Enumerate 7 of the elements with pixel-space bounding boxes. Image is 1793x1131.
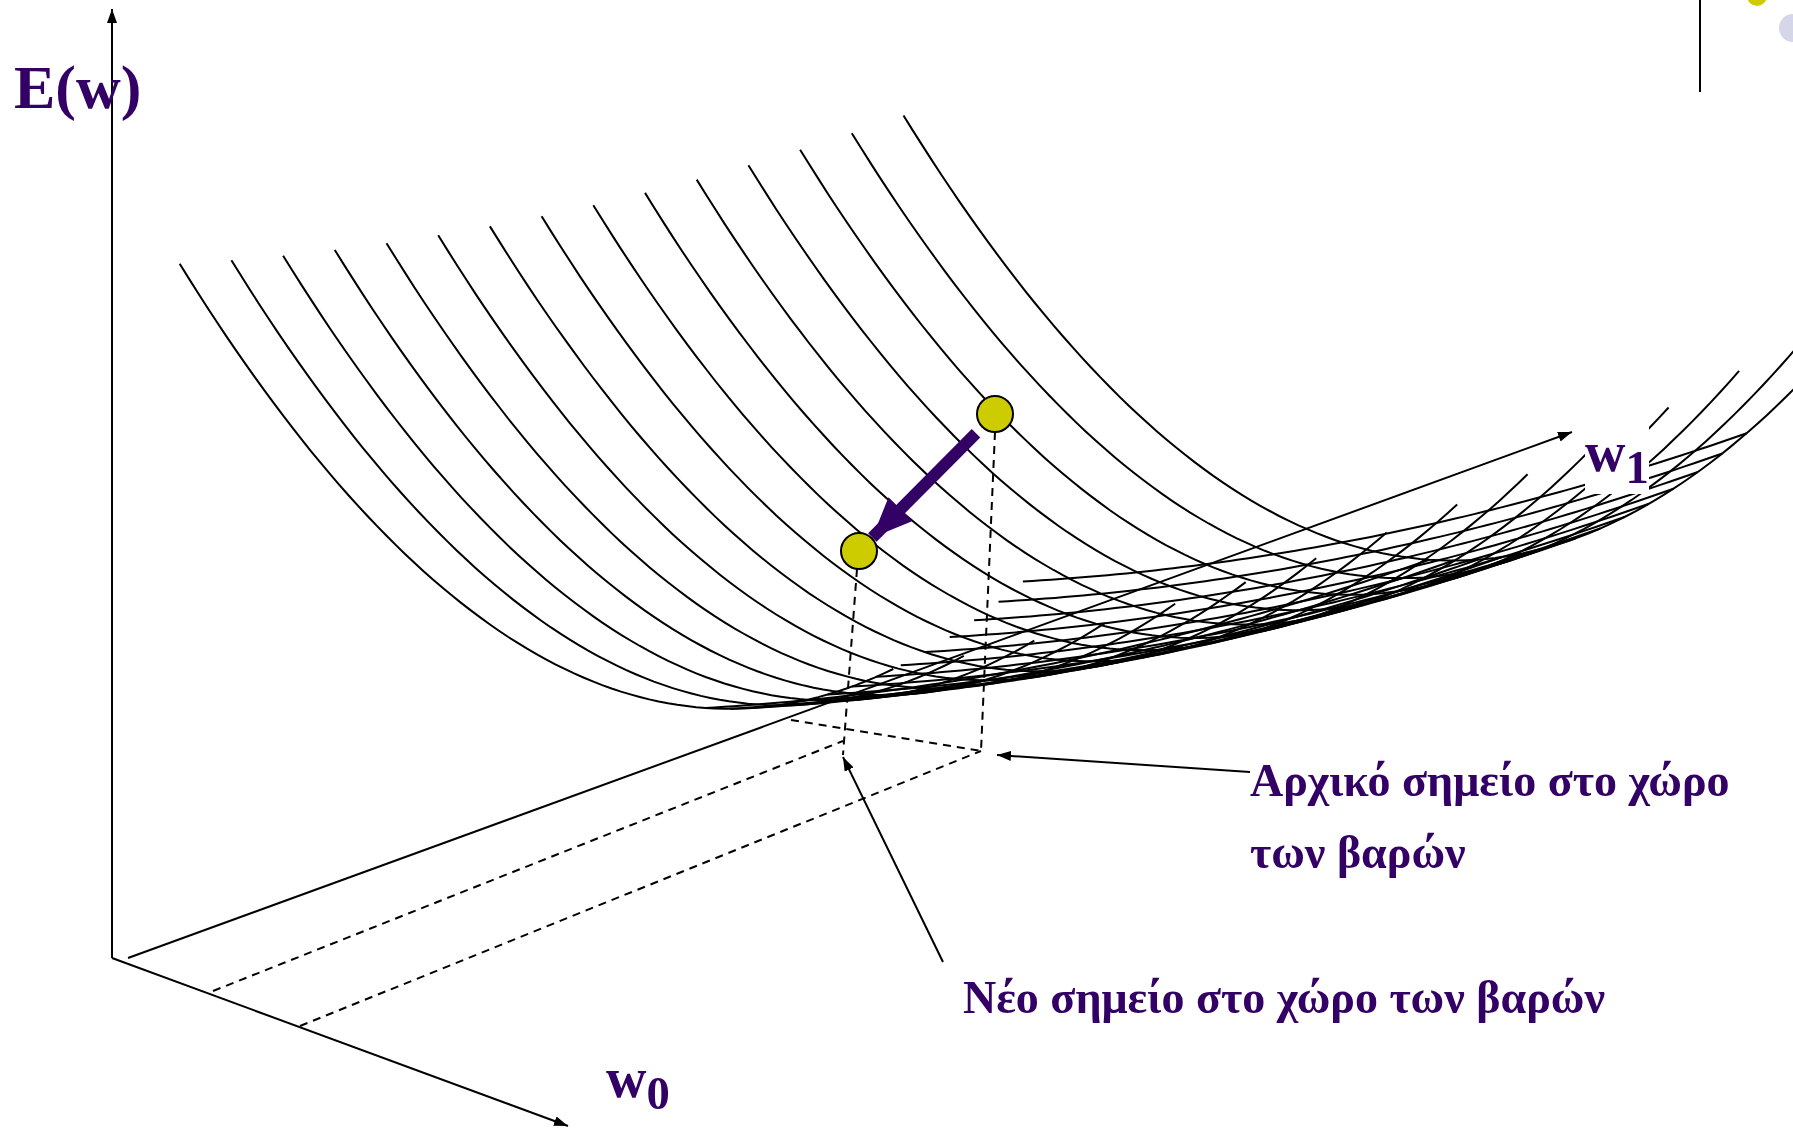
leader-line (842, 756, 944, 963)
callout-text: Αρχικό σημείο στο χώρο των βαρών (1250, 754, 1731, 880)
callout-text: Νέο σημείο στο χώρο των βαρών (963, 971, 1605, 1025)
leader-line (996, 750, 1251, 773)
gradient-step-arrow (868, 428, 981, 542)
point-marker (976, 395, 1014, 433)
point-marker (840, 532, 878, 570)
